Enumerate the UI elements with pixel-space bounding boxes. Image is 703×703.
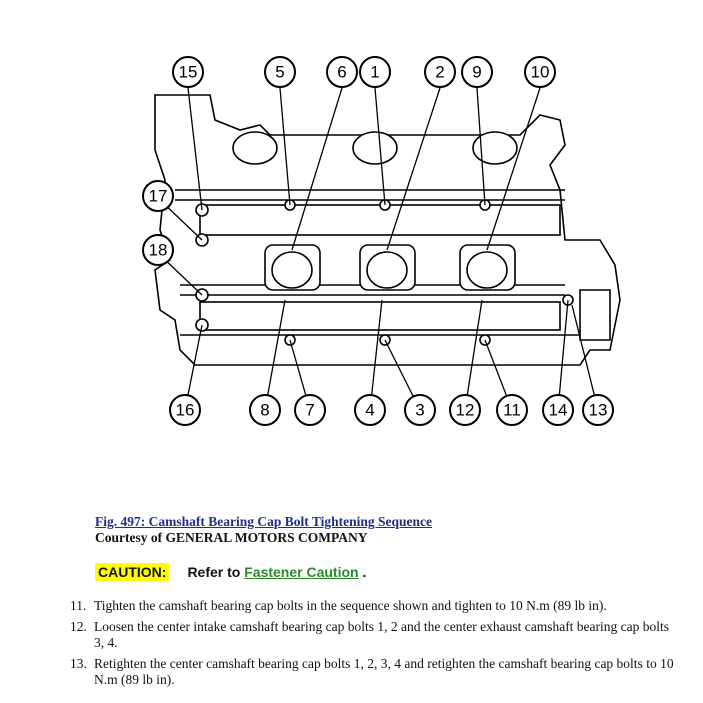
svg-text:12: 12 <box>456 401 475 420</box>
svg-text:11: 11 <box>503 401 521 420</box>
caution-label: CAUTION: <box>95 563 170 581</box>
camshaft-cap-illustration: 15 5 6 1 2 9 10 17 18 16 8 7 4 3 12 11 1… <box>142 56 621 426</box>
step-item: 13. Retighten the center camshaft bearin… <box>70 656 680 688</box>
engine-diagram: 15 5 6 1 2 9 10 17 18 16 8 7 4 3 12 11 1… <box>120 50 640 440</box>
cylinder-head-outline <box>154 94 621 366</box>
callout-16: 16 <box>169 394 201 426</box>
caution-note: CAUTION: Refer to Fastener Caution . <box>95 563 366 581</box>
callout-5: 5 <box>264 56 296 88</box>
callout-11: 11 <box>496 394 528 426</box>
callout-17: 17 <box>142 180 174 212</box>
svg-text:18: 18 <box>149 241 168 260</box>
step-number: 13. <box>70 656 87 671</box>
bearing-caps <box>195 131 574 346</box>
step-number: 11. <box>70 598 87 613</box>
callout-14: 14 <box>542 394 574 426</box>
callout-12: 12 <box>449 394 481 426</box>
callout-7: 7 <box>294 394 326 426</box>
callout-1: 1 <box>359 56 391 88</box>
fastener-caution-link[interactable]: Fastener Caution <box>244 564 359 580</box>
figure-caption: Fig. 497: Camshaft Bearing Cap Bolt Tigh… <box>95 513 432 531</box>
callout-18: 18 <box>142 234 174 266</box>
callout-8: 8 <box>249 394 281 426</box>
callout-6: 6 <box>326 56 358 88</box>
callout-3: 3 <box>404 394 436 426</box>
step-item: 12. Loosen the center intake camshaft be… <box>70 619 680 651</box>
callout-15: 15 <box>172 56 204 88</box>
svg-text:7: 7 <box>305 401 314 420</box>
svg-text:15: 15 <box>179 63 198 82</box>
callout-9: 9 <box>461 56 493 88</box>
svg-text:17: 17 <box>149 187 168 206</box>
procedure-steps: 11. Tighten the camshaft bearing cap bol… <box>70 598 680 693</box>
step-text: Retighten the center camshaft bearing ca… <box>94 656 674 687</box>
svg-text:9: 9 <box>472 63 481 82</box>
svg-text:8: 8 <box>260 401 269 420</box>
callout-10: 10 <box>524 56 556 88</box>
caution-prefix: Refer to <box>187 564 241 580</box>
svg-text:10: 10 <box>531 63 550 82</box>
step-item: 11. Tighten the camshaft bearing cap bol… <box>70 598 680 614</box>
step-text: Tighten the camshaft bearing cap bolts i… <box>94 598 607 613</box>
step-text: Loosen the center intake camshaft bearin… <box>94 619 670 650</box>
svg-text:3: 3 <box>415 401 424 420</box>
courtesy-line: Courtesy of GENERAL MOTORS COMPANY <box>95 530 368 545</box>
svg-text:16: 16 <box>176 401 195 420</box>
figure-title-link[interactable]: Fig. 497: Camshaft Bearing Cap Bolt Tigh… <box>95 514 433 529</box>
svg-text:14: 14 <box>549 401 568 420</box>
svg-text:13: 13 <box>589 401 608 420</box>
callout-13: 13 <box>582 394 614 426</box>
svg-text:6: 6 <box>337 63 346 82</box>
svg-text:4: 4 <box>365 401 374 420</box>
svg-text:2: 2 <box>435 63 444 82</box>
callout-2: 2 <box>424 56 456 88</box>
svg-text:5: 5 <box>275 63 284 82</box>
step-number: 12. <box>70 619 87 634</box>
callout-4: 4 <box>354 394 386 426</box>
caution-suffix: . <box>362 564 367 580</box>
svg-text:1: 1 <box>370 63 379 82</box>
